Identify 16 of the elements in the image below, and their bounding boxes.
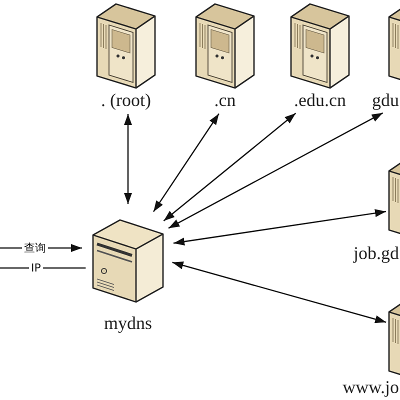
double-arrow (173, 209, 386, 246)
double-arrow (172, 262, 386, 324)
server-label: job.gd (353, 243, 399, 263)
edge-label: IP (29, 262, 43, 274)
double-arrow (152, 113, 220, 212)
edge-label: 查询 (22, 242, 48, 254)
server-label: www.jo (342, 377, 399, 397)
double-arrow (124, 114, 132, 204)
server-label: mydns (104, 313, 152, 333)
server-label: gdu (372, 90, 399, 110)
double-arrow (163, 112, 296, 222)
line (0, 267, 86, 269)
server-label: .edu.cn (294, 90, 346, 110)
server-label: .cn (214, 90, 236, 110)
server-label: . (root) (101, 90, 151, 110)
double-arrow (168, 112, 384, 229)
